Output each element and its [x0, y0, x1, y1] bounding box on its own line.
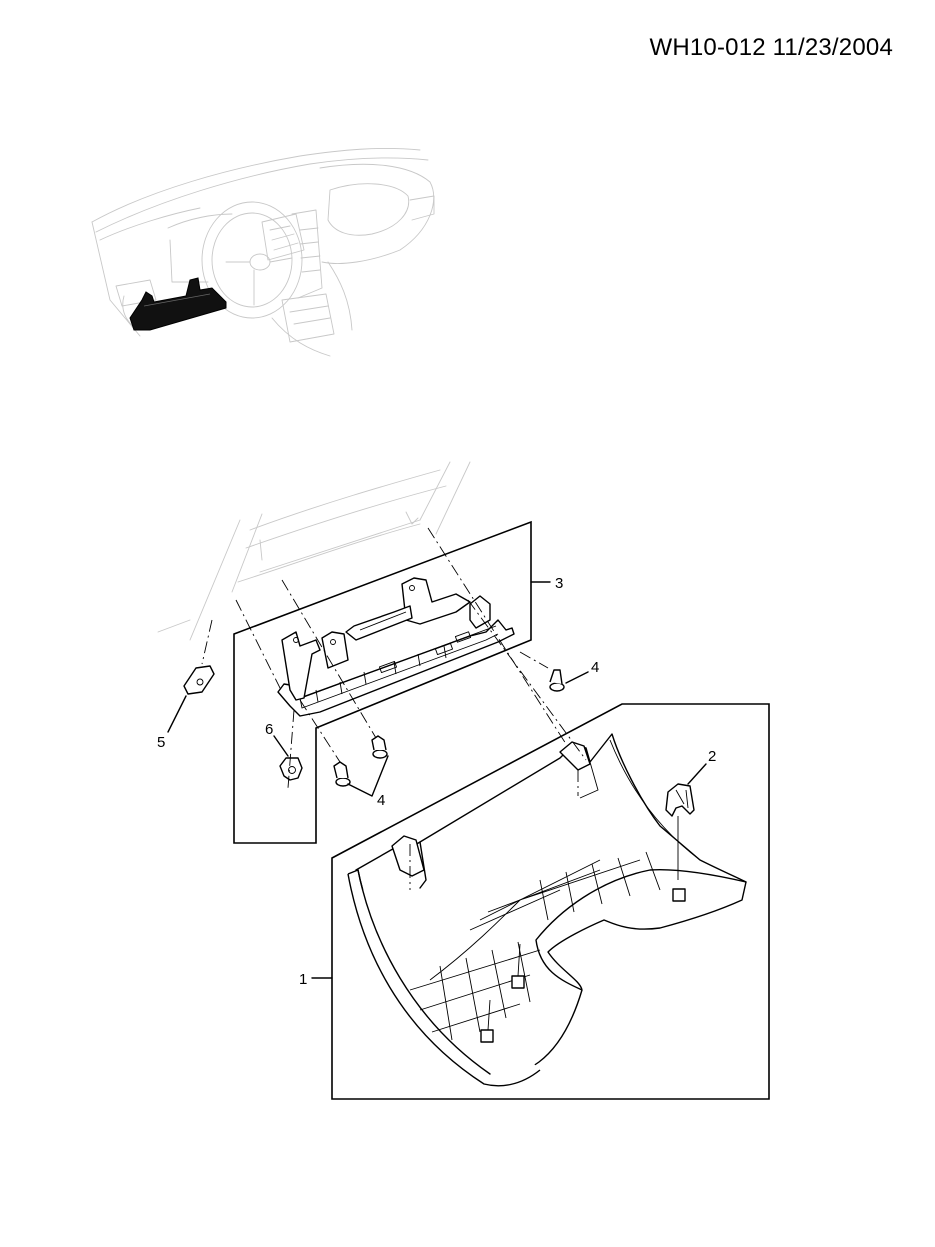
callout-5: 5 — [157, 734, 165, 751]
callout-3: 3 — [555, 575, 563, 592]
diagram-reference-code: WH10-012 11/23/2004 — [649, 34, 893, 61]
part-group-frame-3 — [233, 520, 532, 844]
callout-leaders — [167, 581, 707, 979]
callout-6: 6 — [265, 721, 273, 738]
assembly-center-lines — [201, 527, 587, 890]
callout-4-lower: 4 — [377, 792, 385, 809]
callout-1: 1 — [299, 971, 307, 988]
part-group-frame-1 — [331, 703, 770, 1100]
dashboard-locator-view — [91, 147, 435, 357]
instrument-panel-background — [157, 461, 471, 641]
callout-2: 2 — [708, 748, 716, 765]
push-pin-fastener-part-4 — [333, 669, 565, 787]
clip-nut-part-5 — [183, 665, 215, 695]
knee-bolster-trim-panel-part-1 — [347, 733, 747, 1087]
callout-4-upper: 4 — [591, 659, 599, 676]
clip-part-6 — [279, 757, 303, 781]
retainer-clip-part-2 — [665, 783, 695, 880]
